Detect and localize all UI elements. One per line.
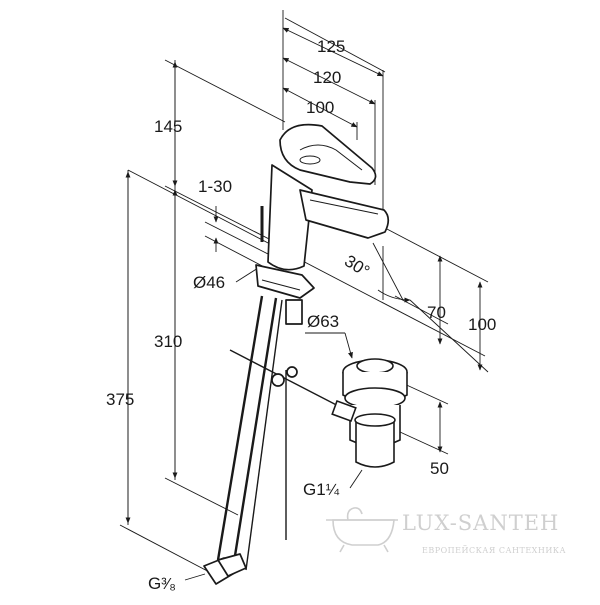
angle-ray-1: [372, 242, 404, 301]
leader-63-arrow: [344, 332, 353, 359]
label-1-30: 1-30: [198, 177, 232, 196]
leader-46: [235, 267, 259, 283]
label-46: Ø46: [193, 273, 225, 292]
bathtub-logo-icon: [326, 507, 398, 553]
label-30-degrees: 30°: [341, 251, 373, 281]
leader-g114: [349, 469, 363, 489]
label-g38: G³⁄₈: [148, 574, 176, 593]
rod-clamp-2: [271, 373, 285, 387]
extension-70-bottom: [394, 295, 449, 325]
watermark-tagline: ЕВРОПЕЙСКАЯ САНТЕХНИКА: [422, 546, 566, 555]
label-145: 145: [154, 117, 182, 136]
extension-50-bottom: [399, 431, 449, 455]
watermark-brand: LUX-SANTEH: [402, 511, 559, 535]
drain-tail: [355, 420, 395, 468]
label-120: 120: [313, 68, 341, 87]
watermark: LUX-SANTEH ЕВРОПЕЙСКАЯ САНТЕХНИКА: [326, 507, 566, 555]
label-63: Ø63: [307, 312, 339, 331]
label-125: 125: [317, 37, 345, 56]
label-g114: G1¼: [303, 480, 340, 499]
angle-arc: [377, 289, 411, 303]
label-100-top: 100: [306, 98, 334, 117]
rod-clamp: [286, 366, 298, 378]
label-375: 375: [106, 390, 134, 409]
leader-g38: [184, 573, 206, 581]
extension-spout: [384, 227, 489, 283]
dimension-lines: [119, 10, 489, 581]
hose-fitting-2: [217, 553, 247, 577]
extension-1-30-a: [204, 221, 271, 256]
extension-100-bottom: [409, 299, 489, 373]
label-310: 310: [154, 332, 182, 351]
extension-bottom-375: [119, 524, 216, 576]
extension-top: [164, 59, 286, 123]
faucet-lever: [279, 123, 377, 185]
dim-100-top: [282, 87, 358, 128]
hose-1: [216, 295, 264, 561]
extension-50-top: [399, 381, 449, 405]
extension-deck: [164, 185, 276, 243]
label-70: 70: [427, 303, 446, 322]
extension-1-30-b: [204, 235, 271, 271]
drain-assembly: [331, 358, 408, 468]
faucet-spout: [299, 189, 390, 239]
mounting-shank: [285, 299, 303, 325]
drain-rod-joint: [331, 399, 357, 423]
pull-rod-horizontal: [229, 349, 351, 413]
dim-120: [282, 57, 376, 105]
faucet-body: [203, 123, 390, 585]
extension-deck-long: [127, 169, 486, 357]
hose-2: [232, 297, 278, 563]
label-100-right: 100: [468, 315, 496, 334]
label-50: 50: [430, 459, 449, 478]
